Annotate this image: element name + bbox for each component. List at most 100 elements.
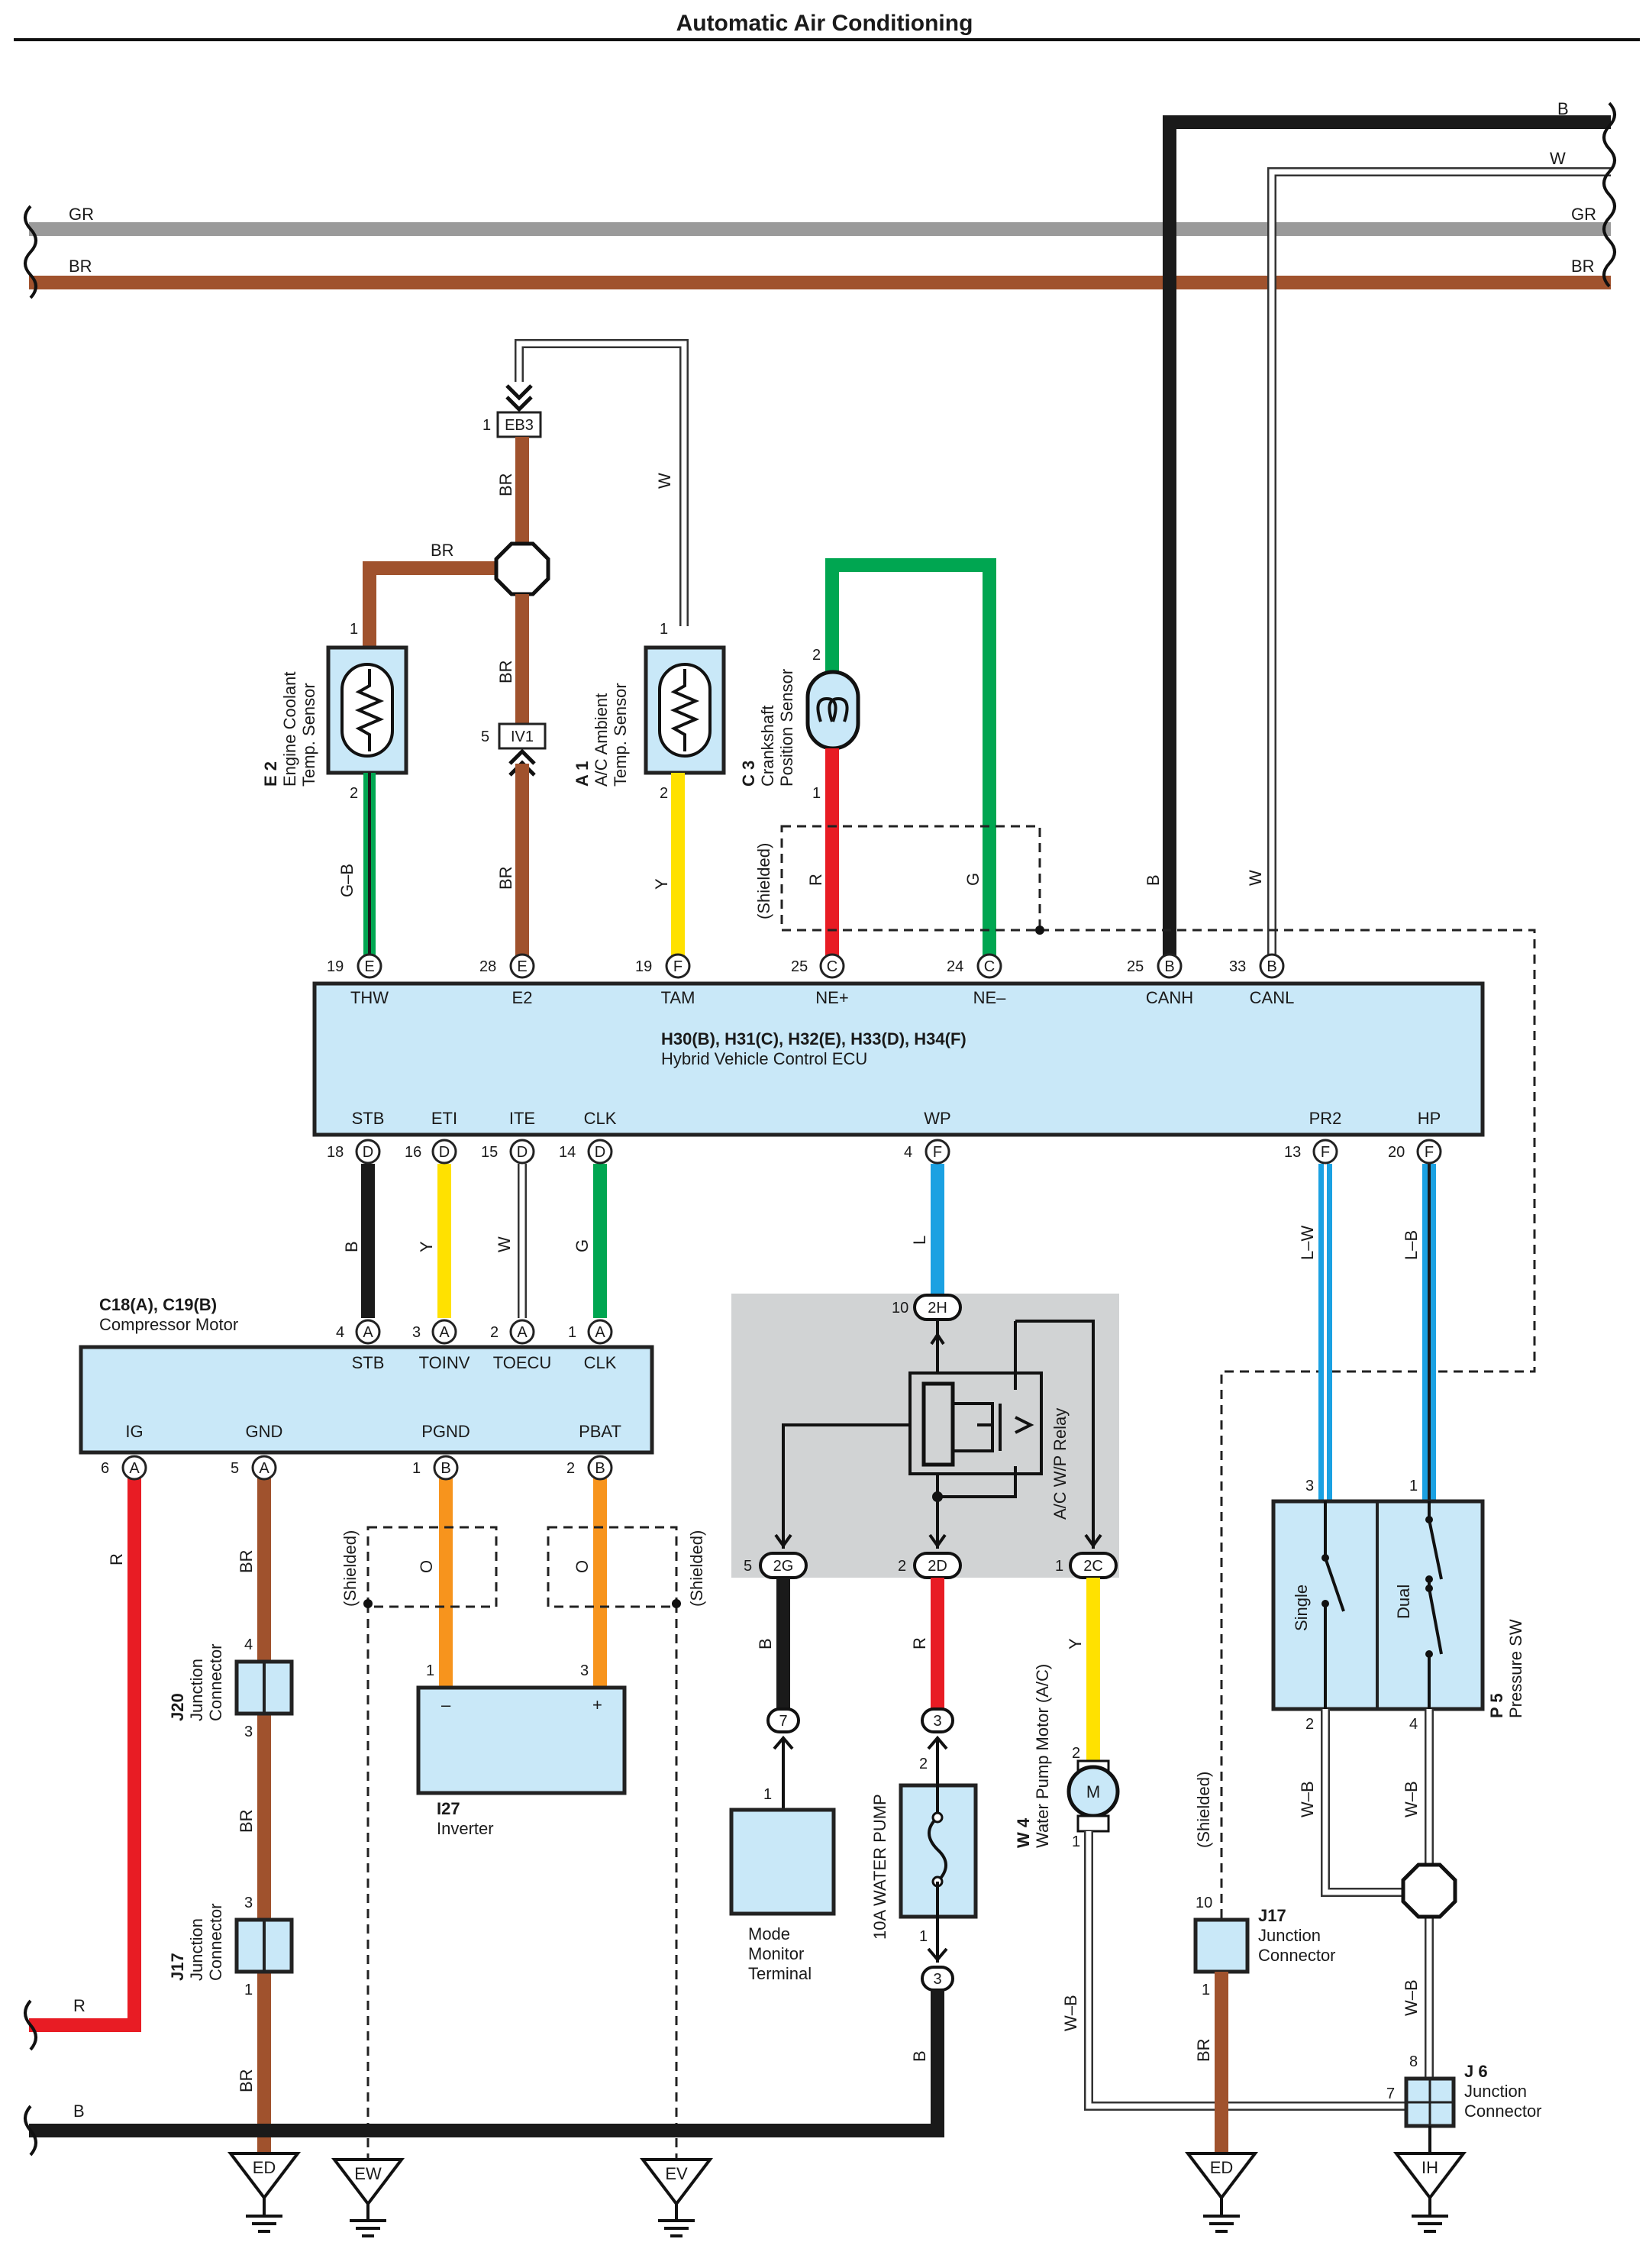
- svg-text:PR2: PR2: [1309, 1109, 1342, 1128]
- svg-text:+: +: [592, 1695, 602, 1714]
- svg-text:1: 1: [763, 1786, 772, 1803]
- svg-text:D: D: [439, 1144, 450, 1161]
- svg-text:BR: BR: [237, 2069, 256, 2092]
- svg-text:14: 14: [559, 1144, 576, 1161]
- svg-text:D: D: [363, 1144, 373, 1161]
- svg-text:W: W: [1550, 149, 1566, 168]
- svg-text:ED: ED: [1210, 2158, 1234, 2177]
- svg-text:Y: Y: [1066, 1638, 1085, 1649]
- svg-text:R: R: [107, 1553, 126, 1565]
- svg-text:ETI: ETI: [431, 1109, 457, 1128]
- svg-text:BR: BR: [237, 1549, 256, 1573]
- wire-stb: B: [342, 1164, 375, 1318]
- svg-text:Hybrid Vehicle Control ECU: Hybrid Vehicle Control ECU: [661, 1049, 867, 1068]
- svg-text:A: A: [595, 1324, 605, 1341]
- svg-text:24: 24: [947, 958, 963, 975]
- svg-text:CANL: CANL: [1250, 988, 1295, 1007]
- wire-relay-2c: Y: [1066, 1578, 1100, 1761]
- svg-text:5: 5: [481, 729, 489, 745]
- wire-psw-out: W–B: [1402, 1917, 1434, 2079]
- svg-text:TOINV: TOINV: [419, 1353, 470, 1372]
- svg-text:L–B: L–B: [1402, 1230, 1421, 1260]
- svg-text:(Shielded): (Shielded): [754, 843, 773, 919]
- ambient-temp-sensor: 1 2 A 1 A/C Ambient Temp. Sensor: [573, 621, 726, 802]
- svg-text:B: B: [1267, 958, 1276, 975]
- wire-gnd: BR BR BR: [237, 1478, 271, 2153]
- svg-text:2: 2: [566, 1460, 575, 1477]
- svg-text:Temp. Sensor: Temp. Sensor: [299, 683, 318, 787]
- ground-ed-right: ED: [1184, 2152, 1259, 2233]
- svg-text:H30(B), H31(C), H32(E), H33(D): H30(B), H31(C), H32(E), H33(D), H34(F): [661, 1029, 966, 1048]
- bus-b-canh: B: [1163, 99, 1611, 964]
- svg-text:28: 28: [479, 958, 496, 975]
- svg-text:Single: Single: [1292, 1585, 1311, 1631]
- svg-text:Position Sensor: Position Sensor: [777, 669, 796, 787]
- svg-text:CLK: CLK: [584, 1109, 617, 1128]
- svg-text:THW: THW: [350, 988, 389, 1007]
- splice-wb: [1401, 1863, 1457, 1919]
- svg-text:10: 10: [892, 1300, 908, 1317]
- svg-text:25: 25: [1127, 958, 1144, 975]
- svg-text:BR: BR: [237, 1809, 256, 1833]
- svg-text:M: M: [1086, 1782, 1100, 1801]
- svg-text:4: 4: [1409, 1716, 1418, 1733]
- svg-text:2: 2: [1072, 1745, 1080, 1762]
- svg-text:Connector: Connector: [206, 1903, 225, 1981]
- svg-text:2G: 2G: [773, 1558, 794, 1575]
- svg-text:3: 3: [580, 1662, 589, 1679]
- svg-text:8: 8: [1409, 2053, 1418, 2070]
- break-symbols: [24, 102, 1616, 299]
- svg-text:Y: Y: [652, 878, 671, 890]
- wire-ig: R R: [29, 1478, 141, 2032]
- ecu-pin-stb: D 18 STB: [327, 1109, 384, 1165]
- svg-text:Mode: Mode: [748, 1924, 790, 1943]
- svg-text:TOECU: TOECU: [493, 1353, 552, 1372]
- svg-text:ED: ED: [253, 2158, 276, 2177]
- svg-text:A/C Ambient: A/C Ambient: [592, 693, 611, 787]
- svg-text:L–W: L–W: [1298, 1226, 1317, 1260]
- svg-text:16: 16: [405, 1144, 421, 1161]
- comp-pin-clk: A 1 CLK: [568, 1319, 617, 1372]
- ecu-pin-canh: B 25 CANH: [1127, 953, 1193, 1007]
- svg-text:5: 5: [231, 1460, 239, 1477]
- fuse-10a-water-pump: 1 10A WATER PUMP: [870, 1740, 978, 1963]
- svg-text:(Shielded): (Shielded): [687, 1530, 706, 1607]
- ground-ih: IH: [1392, 2152, 1467, 2233]
- svg-text:Junction: Junction: [1258, 1926, 1321, 1945]
- svg-text:B: B: [1164, 958, 1174, 975]
- svg-text:GR: GR: [1571, 205, 1596, 224]
- svg-text:W: W: [1246, 870, 1265, 886]
- svg-text:Connector: Connector: [206, 1643, 225, 1721]
- svg-text:Junction: Junction: [1464, 2082, 1527, 2101]
- svg-text:G: G: [573, 1239, 592, 1252]
- svg-text:CLK: CLK: [584, 1353, 617, 1372]
- ecu-pin-thw: E 19 THW: [327, 953, 389, 1007]
- svg-text:HP: HP: [1418, 1109, 1441, 1128]
- inverter: 1 3 – + I27 Inverter: [416, 1662, 627, 1838]
- ecu-pin-wp: F 4 WP: [904, 1109, 951, 1165]
- svg-text:7: 7: [779, 1713, 787, 1730]
- j20-junction-connector: 4 3 J20 Junction Connector: [168, 1636, 294, 1740]
- svg-text:Water Pump Motor (A/C): Water Pump Motor (A/C): [1033, 1664, 1052, 1848]
- svg-text:BR: BR: [69, 257, 92, 276]
- crank-shield: (Shielded): [754, 825, 1536, 1930]
- wire-relay-2g: B: [756, 1578, 790, 1709]
- svg-text:W: W: [655, 473, 674, 489]
- ecu-pin-pr2: F 13 PR2: [1284, 1109, 1342, 1165]
- svg-text:IV1: IV1: [511, 729, 534, 745]
- svg-text:A 1: A 1: [573, 761, 592, 787]
- svg-text:R: R: [910, 1637, 929, 1649]
- wire-hp: L–B: [1402, 1164, 1436, 1501]
- svg-text:O: O: [417, 1560, 436, 1573]
- svg-text:IH: IH: [1421, 2158, 1438, 2177]
- svg-text:1: 1: [482, 417, 491, 434]
- ac-wp-relay: [774, 1320, 1102, 1549]
- svg-text:B: B: [595, 1460, 605, 1477]
- svg-text:EB3: EB3: [505, 417, 534, 434]
- comp-pin-toinv: A 3 TOINV: [412, 1319, 470, 1372]
- relay-out-2d: 2D 2: [898, 1552, 962, 1579]
- svg-text:25: 25: [791, 958, 808, 975]
- svg-text:(Shielded): (Shielded): [340, 1530, 360, 1607]
- svg-text:BR: BR: [1194, 2038, 1213, 2062]
- wire-wp: L: [910, 1164, 944, 1294]
